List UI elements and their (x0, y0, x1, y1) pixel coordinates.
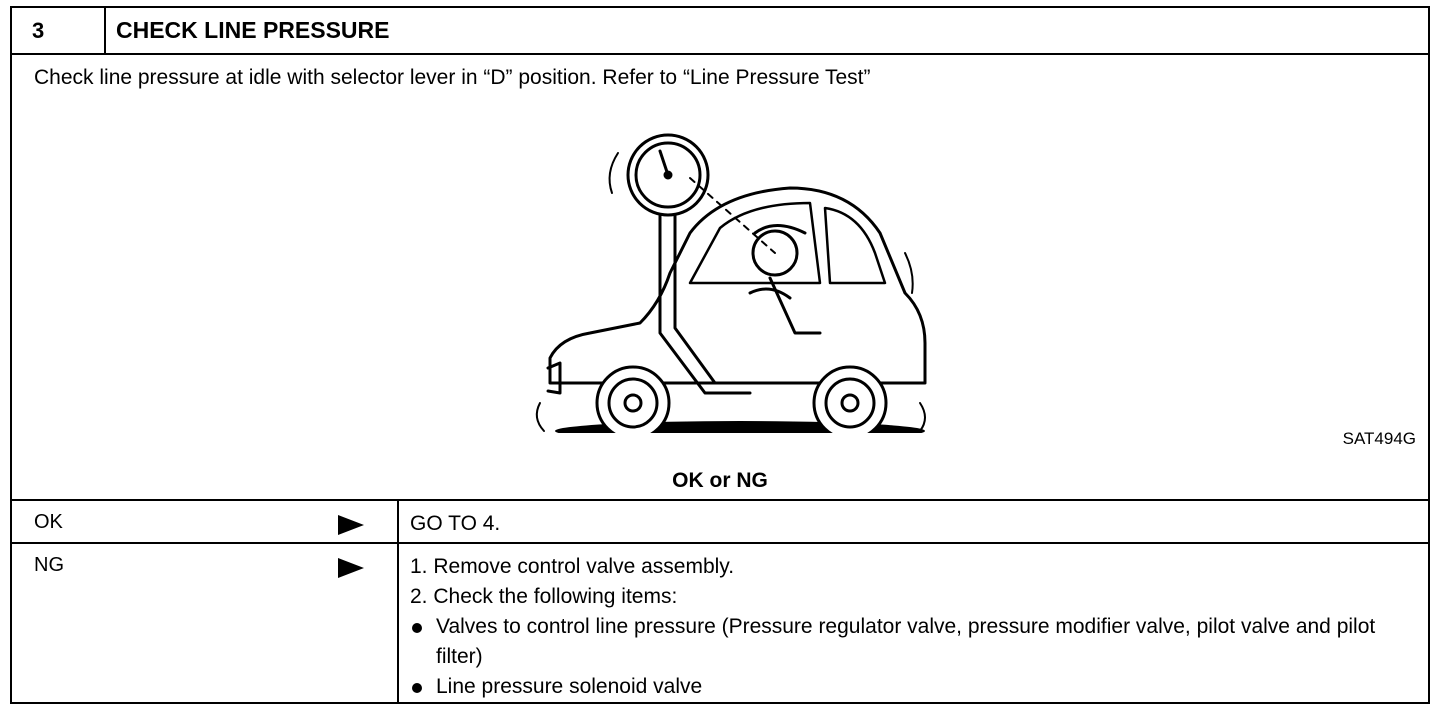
ng-check-item: Valves to control line pressure (Pressur… (410, 612, 1412, 672)
step-number: 3 (12, 8, 106, 53)
condition-cell-ng: NG (12, 544, 399, 702)
result-row-ng: NG 1. Remove control valve assembly. 2. … (12, 544, 1428, 702)
condition-cell-ok: OK (12, 501, 399, 542)
step-body: Check line pressure at idle with selecto… (12, 55, 1428, 501)
step-title: CHECK LINE PRESSURE (116, 17, 390, 43)
ng-check-item-text: Valves to control line pressure (Pressur… (436, 615, 1376, 668)
condition-label-ok: OK (34, 511, 63, 533)
bullet-dot-icon (412, 623, 422, 633)
ng-check-item-text: Line pressure solenoid valve (436, 675, 703, 698)
result-prompt: OK or NG (672, 469, 768, 492)
diagnostic-step-table: 3 CHECK LINE PRESSURE Check line pressur… (10, 6, 1430, 704)
step-header: 3 CHECK LINE PRESSURE (12, 8, 1428, 55)
bullet-dot-icon (412, 683, 422, 693)
step-instruction: Check line pressure at idle with selecto… (34, 66, 871, 89)
right-triangle-arrow-icon (338, 558, 364, 578)
action-ok-text: GO TO 4. (410, 512, 501, 535)
result-row-ok: OK GO TO 4. (12, 501, 1428, 544)
ng-check-item: Line pressure solenoid valve (410, 672, 1412, 702)
action-cell-ng: 1. Remove control valve assembly. 2. Che… (410, 552, 1412, 702)
ng-step-1: 1. Remove control valve assembly. (410, 555, 735, 578)
right-triangle-arrow-icon (338, 515, 364, 535)
action-cell-ok: GO TO 4. (410, 509, 1412, 539)
car-with-pressure-gauge-illustration (535, 133, 927, 433)
figure-code: SAT494G (1342, 429, 1416, 448)
ng-step-2: 2. Check the following items: (410, 585, 678, 608)
condition-label-ng: NG (34, 554, 64, 576)
